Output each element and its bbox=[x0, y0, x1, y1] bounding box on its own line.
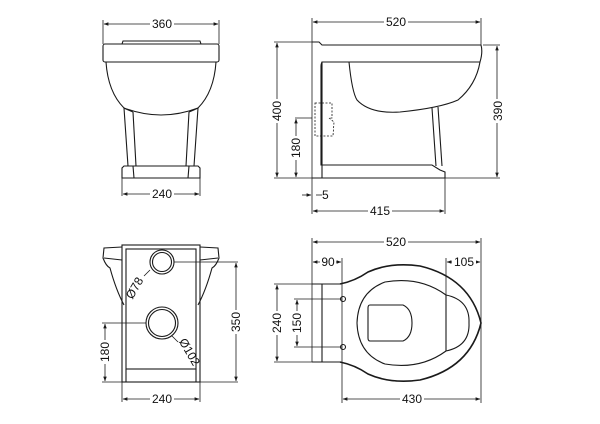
dimension-lines bbox=[103, 20, 499, 401]
dim-front-base-width: 240 bbox=[152, 187, 172, 201]
front-elevation-view bbox=[102, 20, 220, 196]
dim-side-total-height: 400 bbox=[270, 101, 284, 121]
dim-plan-width: 240 bbox=[270, 313, 284, 333]
dim-rear-outlet-diameter: Ø102 bbox=[176, 336, 203, 369]
dim-rear-base-width: 240 bbox=[152, 392, 172, 406]
dim-side-wall-offset: 5 bbox=[322, 188, 329, 202]
dim-side-rim-height: 390 bbox=[491, 101, 505, 121]
dim-plan-rear-offset: 105 bbox=[454, 255, 474, 269]
dim-plan-fixing-offset: 90 bbox=[321, 255, 335, 269]
side-elevation-view bbox=[274, 18, 500, 214]
dim-rear-height: 350 bbox=[229, 312, 243, 332]
plan-view bbox=[274, 238, 482, 403]
dim-side-outlet-height: 180 bbox=[289, 138, 303, 158]
dim-rear-outlet-height: 180 bbox=[98, 342, 112, 362]
dimension-labels: 360 240 520 400 390 180 5 415 Ø78 Ø102 3… bbox=[98, 15, 505, 406]
dim-plan-fixing-spacing: 150 bbox=[290, 313, 304, 333]
rear-elevation-view bbox=[102, 244, 238, 402]
dim-plan-length: 520 bbox=[386, 235, 406, 249]
dim-side-length: 520 bbox=[386, 15, 406, 29]
dim-plan-fixing-to-front: 430 bbox=[402, 392, 422, 406]
dim-front-top-width: 360 bbox=[152, 17, 172, 31]
dim-side-base-length: 415 bbox=[370, 204, 390, 218]
